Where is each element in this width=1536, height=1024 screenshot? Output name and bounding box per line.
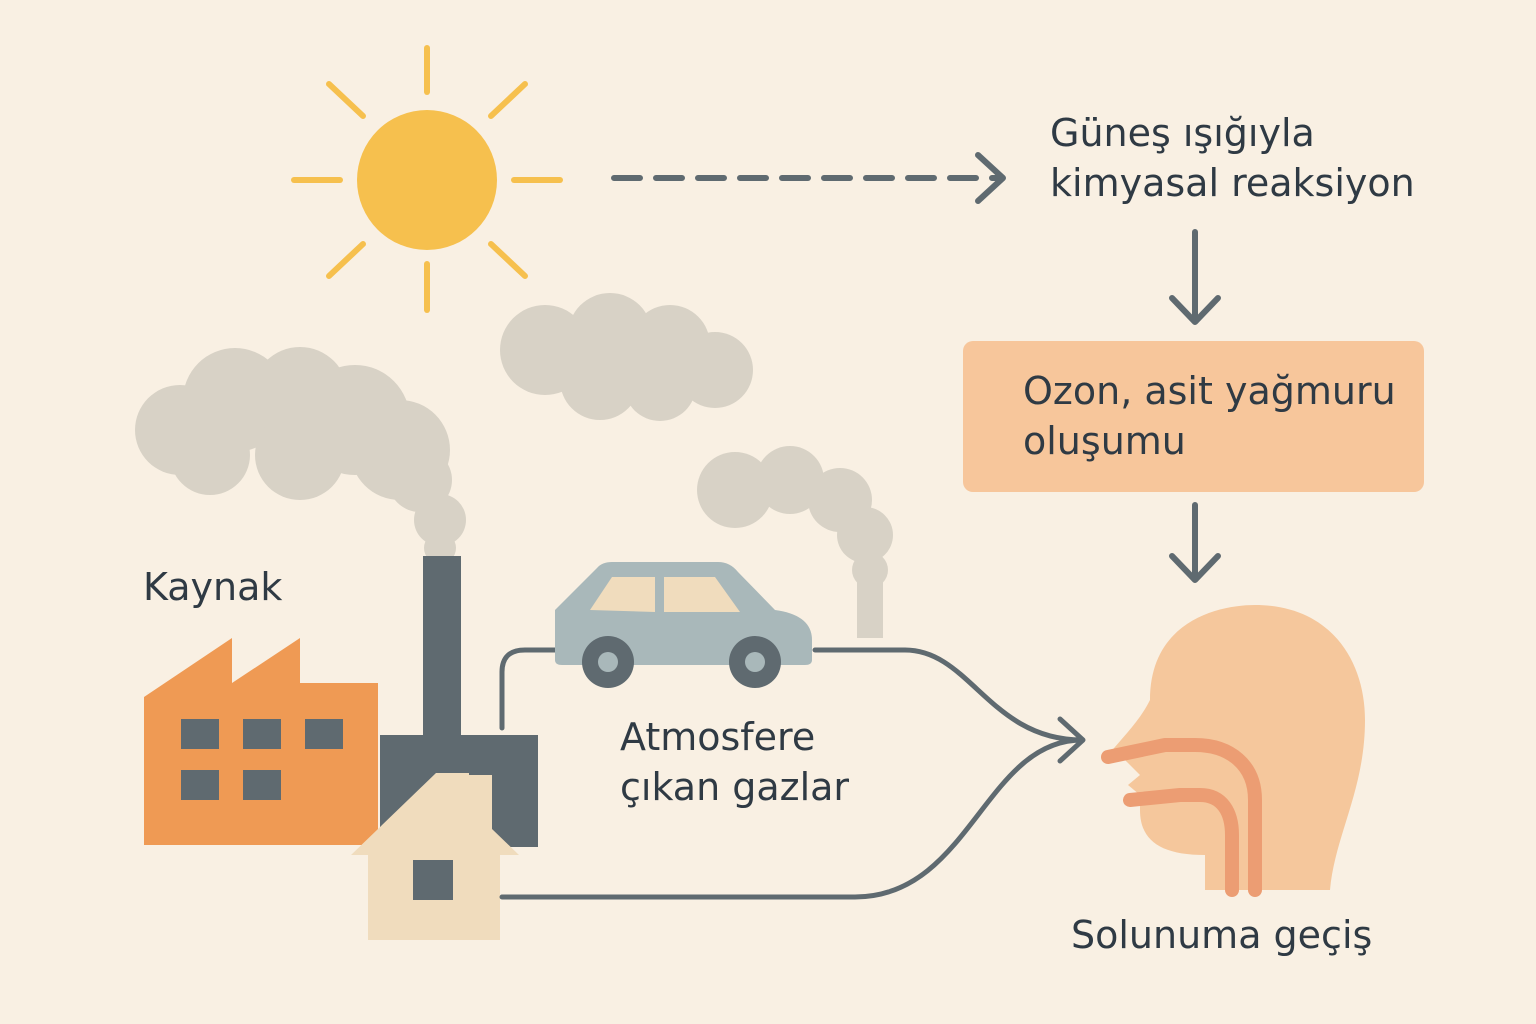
flow-arrow-icon: [499, 647, 1086, 900]
label-reaction-line2: kimyasal reaksiyon: [1050, 161, 1415, 205]
label-source-text: Kaynak: [143, 565, 283, 609]
sun-icon: [291, 45, 563, 313]
label-respiration: Solunuma geçiş: [1071, 910, 1372, 960]
factory-icon: [144, 638, 378, 845]
label-emission-line2: çıkan gazlar: [620, 765, 850, 809]
smoke-icon: [362, 402, 466, 564]
house-icon: [351, 773, 519, 940]
car-icon: [555, 562, 812, 688]
human-head-icon: [1101, 605, 1365, 897]
label-respiration-text: Solunuma geçiş: [1071, 913, 1373, 957]
label-ozone-line2: oluşumu: [1023, 419, 1186, 463]
arrow-icon: [1169, 502, 1221, 583]
smoke-icon: [697, 446, 893, 638]
label-emission: Atmosfere çıkan gazlar: [620, 712, 849, 812]
label-emission-line1: Atmosfere: [620, 715, 816, 759]
cloud-icon: [500, 293, 753, 421]
label-ozone-line1: Ozon, asit yağmuru: [1023, 369, 1396, 413]
label-ozone: Ozon, asit yağmuru oluşumu: [1023, 366, 1396, 466]
label-reaction-line1: Güneş ışığıyla: [1050, 111, 1315, 155]
ozone-box: [963, 341, 1424, 492]
dashed-arrow-icon: [611, 152, 1006, 204]
label-reaction: Güneş ışığıyla kimyasal reaksiyon: [1050, 108, 1415, 208]
arrow-icon: [1169, 229, 1221, 325]
label-source: Kaynak: [143, 562, 282, 612]
